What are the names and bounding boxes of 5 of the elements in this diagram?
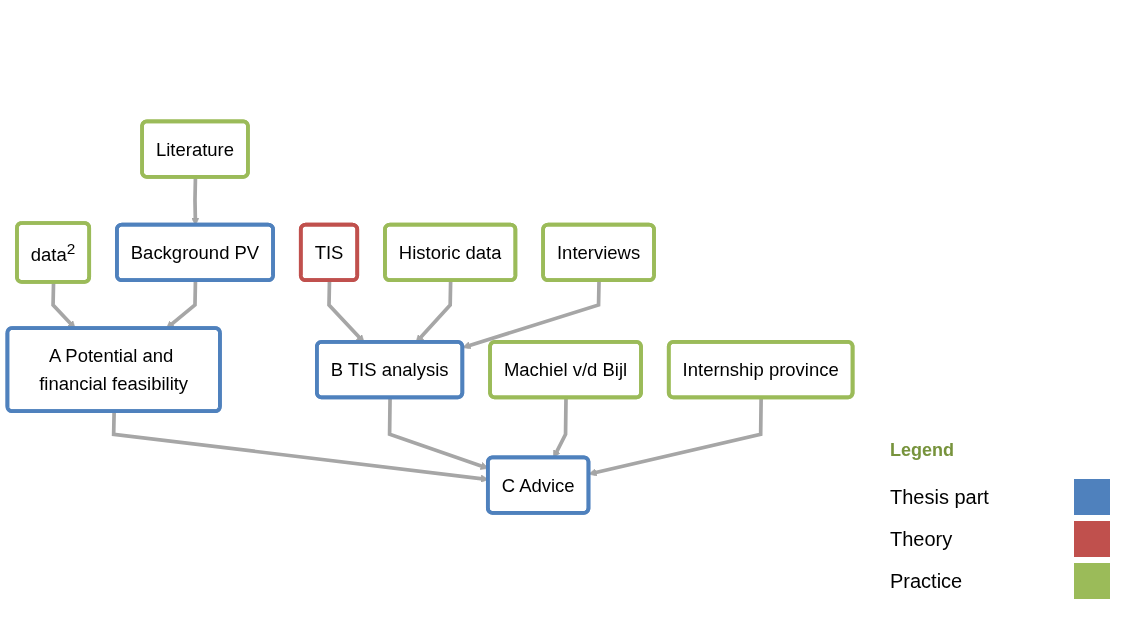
arrow bbox=[462, 280, 601, 350]
legend-label: Theory bbox=[890, 527, 953, 551]
legend-label: Practice bbox=[890, 569, 963, 593]
legend-title: Legend bbox=[890, 440, 955, 461]
legend-label: Thesis part bbox=[890, 485, 989, 509]
